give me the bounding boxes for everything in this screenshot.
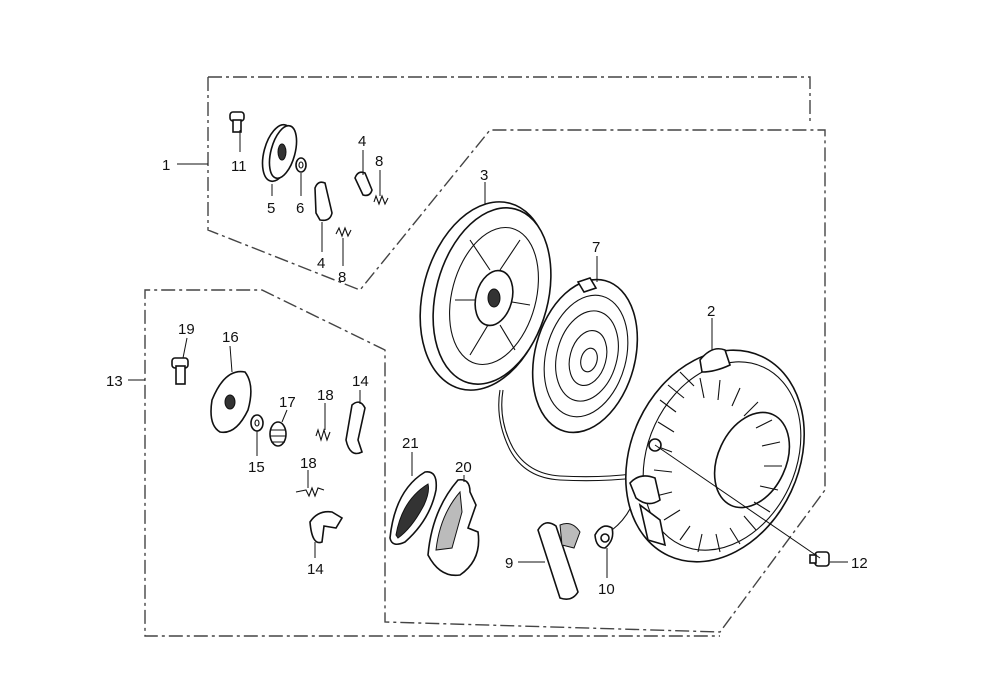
callout-15: 15	[248, 459, 265, 476]
leader-lines	[128, 130, 848, 578]
callout-11: 11	[231, 158, 247, 175]
part-18-spring-lower	[295, 486, 325, 498]
callout-4-upper: 4	[358, 133, 366, 150]
part-2-case	[624, 347, 806, 563]
callout-8-upper: 8	[375, 153, 383, 170]
part-12-bolt	[809, 551, 830, 567]
callout-1: 1	[162, 157, 170, 174]
part-8-spring-lower	[335, 226, 352, 238]
callout-2: 2	[707, 303, 715, 320]
callouts: 1 11 5 6 4 8 4 8 3 7 2 12 9 10 21 20 13 …	[106, 133, 868, 598]
part-9-grip	[537, 522, 581, 600]
part-14-ratchet-upper	[345, 401, 366, 455]
callout-5: 5	[267, 200, 275, 217]
callout-12: 12	[851, 555, 868, 572]
part-14-ratchet-lower	[309, 510, 344, 544]
part-16-plate	[210, 370, 252, 434]
callout-14-upper: 14	[352, 373, 369, 390]
part-15-washer	[250, 414, 264, 432]
callout-14-lower: 14	[307, 561, 324, 578]
part-19-bolt	[171, 357, 189, 385]
group-1-outline	[144, 76, 826, 637]
part-17-spring	[269, 421, 287, 447]
part-8-spring-upper	[373, 194, 389, 206]
callout-17: 17	[279, 394, 296, 411]
group-outlines	[144, 76, 826, 637]
callout-4-lower: 4	[317, 255, 325, 272]
callout-8-lower: 8	[338, 269, 346, 286]
callout-3: 3	[480, 167, 488, 184]
callout-21: 21	[402, 435, 419, 452]
callout-16: 16	[222, 329, 239, 346]
part-3-reel	[419, 201, 552, 391]
callout-18-upper: 18	[317, 387, 334, 404]
part-11-bolt	[229, 111, 245, 133]
part-4-ratchet-lower	[314, 181, 333, 222]
part-7-spring	[531, 277, 639, 434]
part-6-washer	[295, 157, 307, 173]
callout-7: 7	[592, 239, 600, 256]
part-18-spring-upper	[315, 428, 331, 442]
callout-9: 9	[505, 555, 513, 572]
part-21-holder	[389, 471, 438, 546]
part-5-plate	[261, 123, 298, 183]
callout-20: 20	[455, 459, 472, 476]
callout-19: 19	[178, 321, 195, 338]
part-4-ratchet-upper	[354, 171, 373, 197]
part-10-rope-guide	[594, 525, 614, 549]
callout-6: 6	[296, 200, 304, 217]
callout-13: 13	[106, 373, 123, 390]
callout-18-lower: 18	[300, 455, 317, 472]
callout-10: 10	[598, 581, 615, 598]
part-20-cam	[427, 478, 480, 577]
